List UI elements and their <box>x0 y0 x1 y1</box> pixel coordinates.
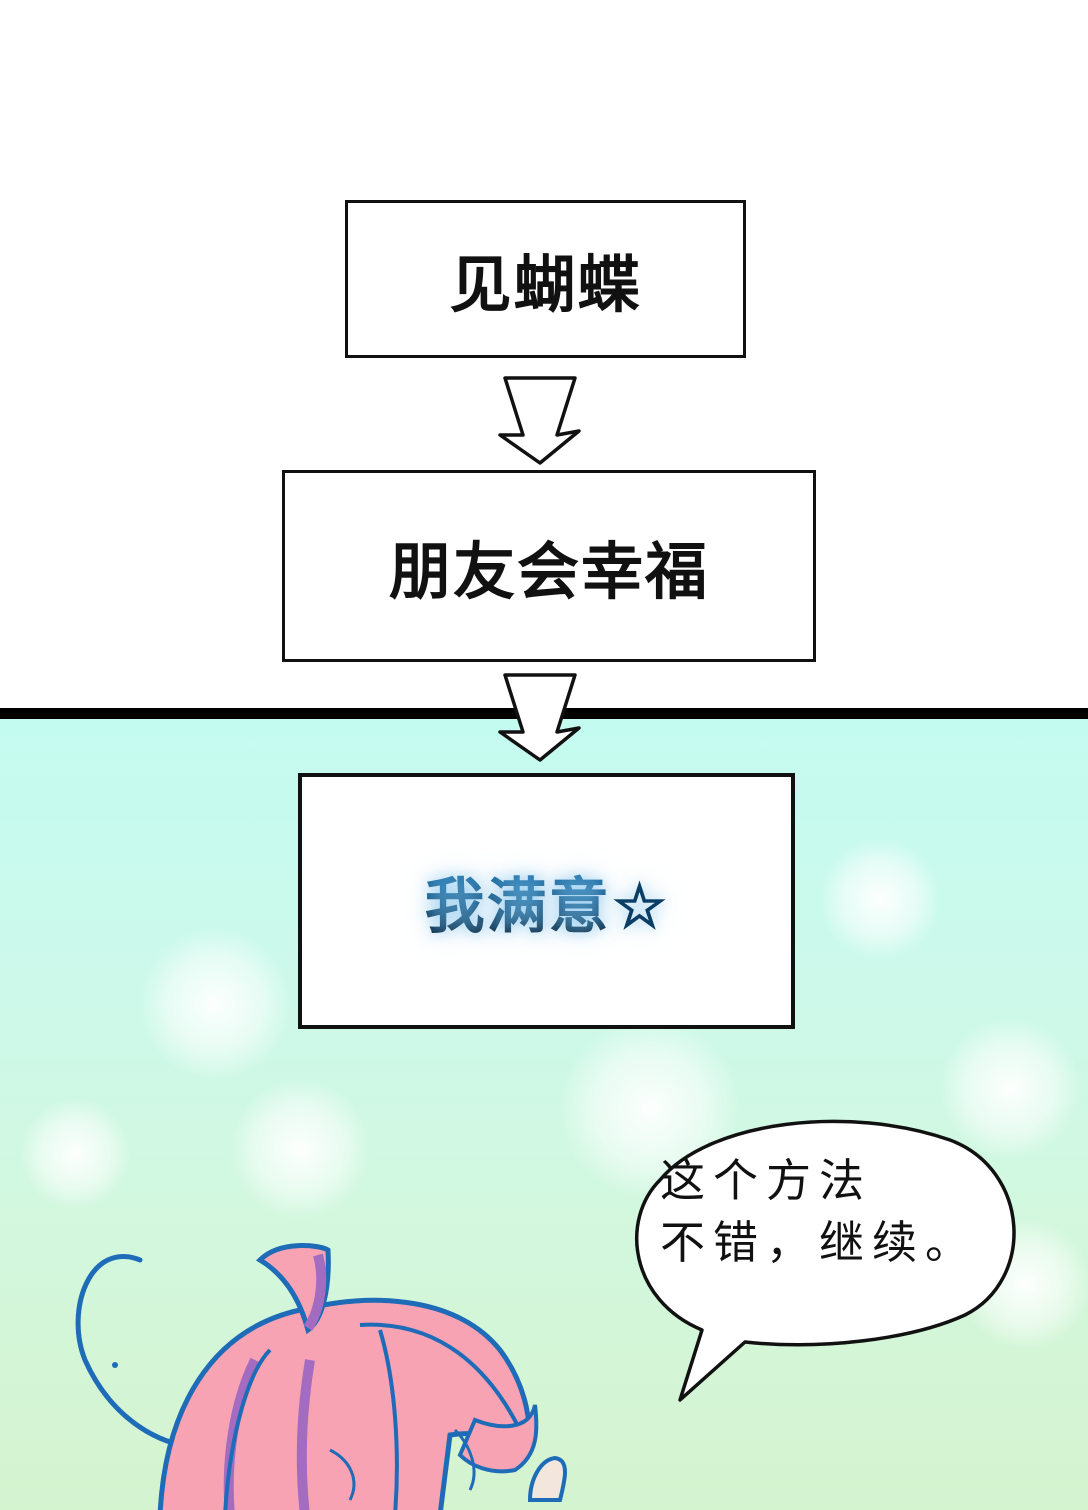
bokeh-light <box>940 1019 1080 1159</box>
bokeh-light <box>20 1099 130 1209</box>
flow-step-label: 朋友会幸福 <box>388 535 709 608</box>
flow-step-label: 见蝴蝶 <box>449 248 642 321</box>
speech-bubble-text: 这个方法 不错，继续。 <box>660 1150 978 1274</box>
bokeh-light <box>820 839 940 959</box>
flow-step-friends-happy: 朋友会幸福 <box>282 470 816 662</box>
bokeh-light <box>140 929 290 1079</box>
speech-line: 这个方法 <box>660 1154 873 1207</box>
speech-line: 不错，继续。 <box>660 1216 979 1269</box>
flow-step-i-am-satisfied: 我满意☆ <box>298 773 795 1029</box>
bokeh-light <box>230 1079 370 1219</box>
flow-step-see-butterfly: 见蝴蝶 <box>345 200 746 358</box>
down-arrow-icon <box>498 673 581 762</box>
down-arrow-icon <box>498 376 581 465</box>
flow-step-label: 我满意☆ <box>425 858 669 945</box>
star-icon: ☆ <box>612 871 669 942</box>
pink-haired-character <box>75 1243 567 1510</box>
speech-bubble <box>635 1119 1016 1402</box>
